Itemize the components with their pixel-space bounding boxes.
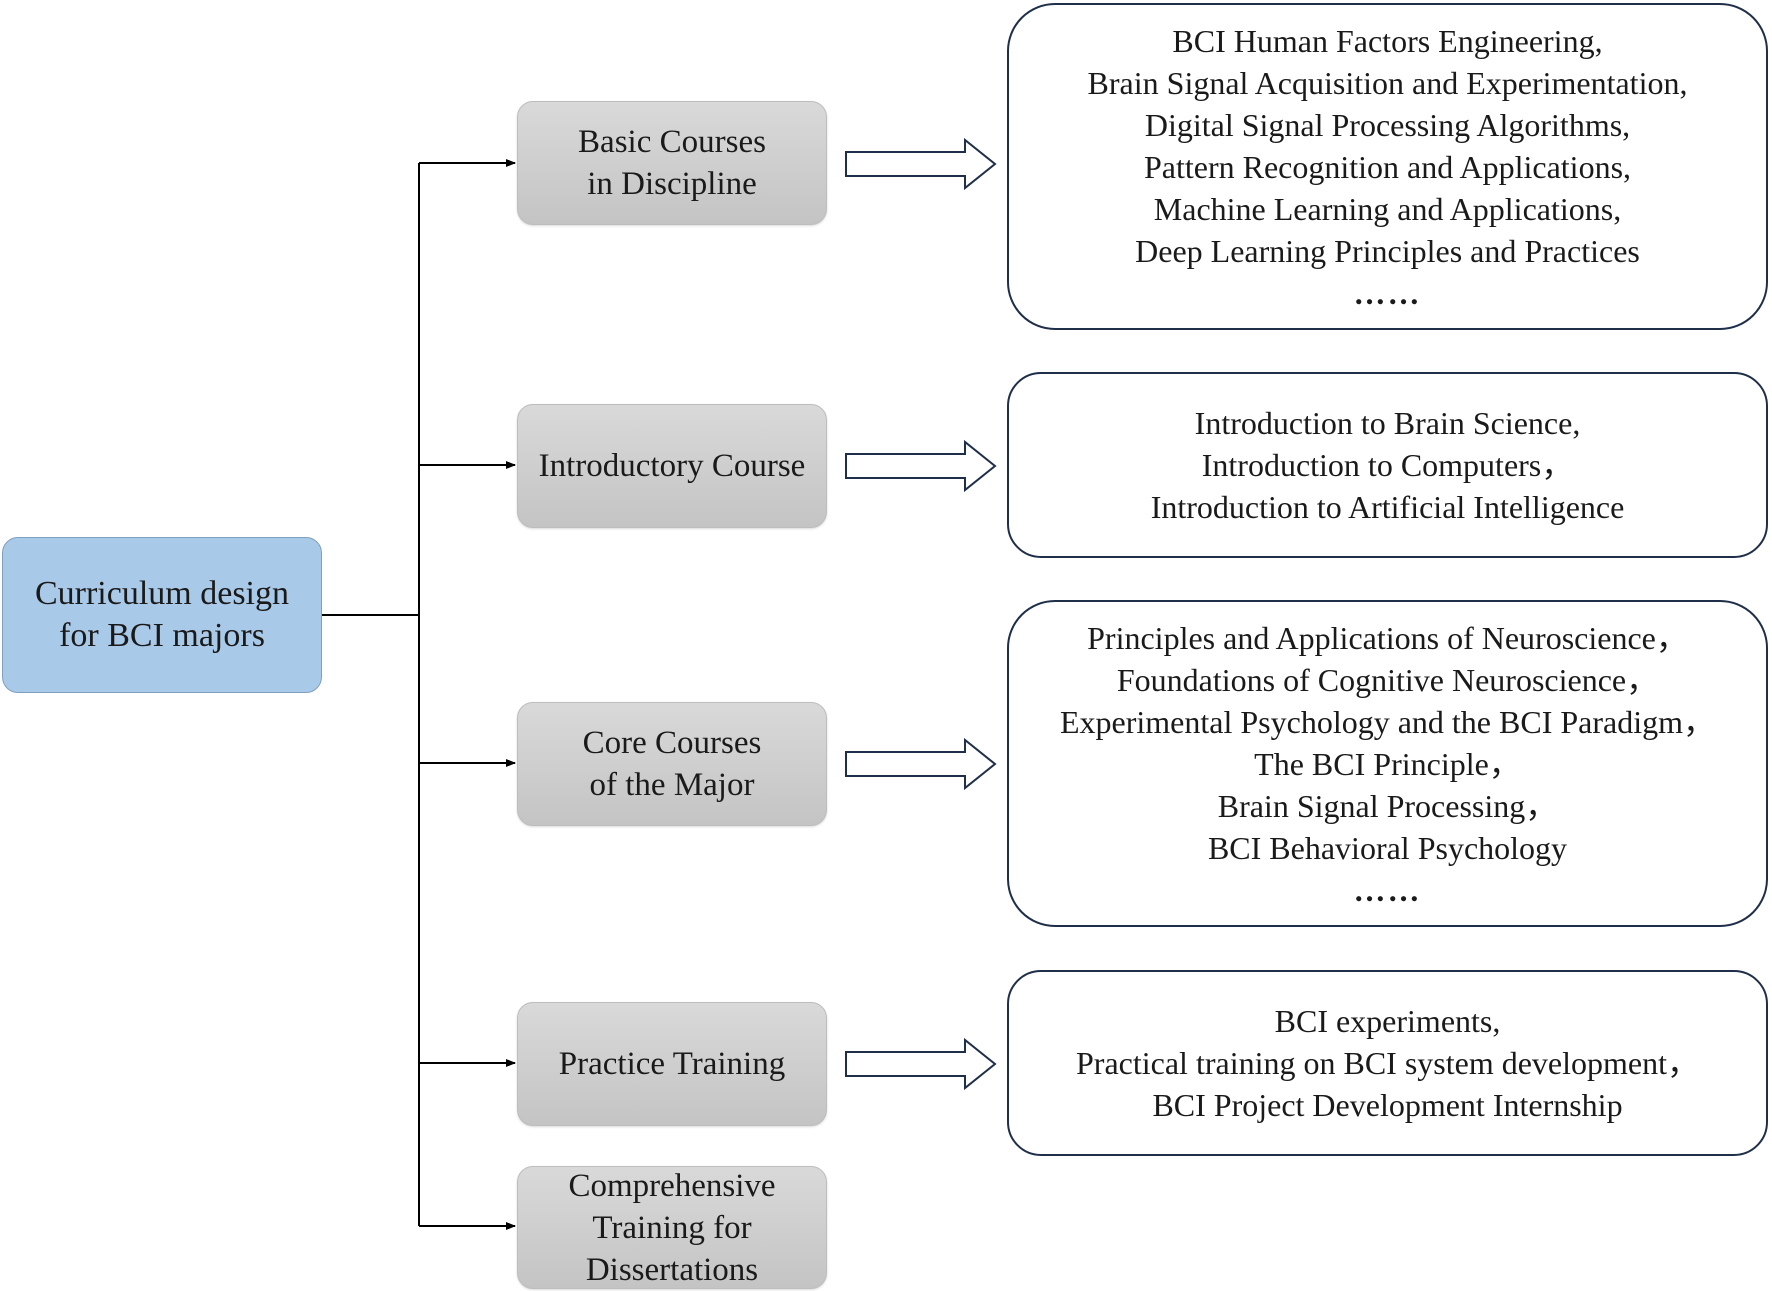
category-label-line1: Practice Training <box>558 1046 786 1082</box>
ellipsis-marker: …… <box>1353 274 1422 311</box>
course-item: BCI Project Development Internship <box>1152 1087 1623 1123</box>
course-item: Brain Signal Acquisition and Experimenta… <box>1087 64 1688 101</box>
course-item: BCI Human Factors Engineering, <box>1172 22 1603 59</box>
category-introductory-course: Introductory Course <box>517 404 827 528</box>
category-label-line1: Comprehensive <box>568 1167 776 1204</box>
detail-box-basic-courses: BCI Human Factors Engineering, Brain Sig… <box>1007 3 1768 330</box>
detail-box-introductory-course: Introduction to Brain Science, Introduct… <box>1007 372 1768 558</box>
root-node: Curriculum design for BCI majors <box>2 537 322 693</box>
block-arrow-practice <box>845 1037 997 1091</box>
course-item: Brain Signal Processing， <box>1217 787 1558 824</box>
course-item: Principles and Applications of Neuroscie… <box>1087 619 1688 656</box>
course-item: Experimental Psychology and the BCI Para… <box>1059 703 1715 740</box>
category-label-line1: Introductory Course <box>538 448 806 484</box>
category-core-courses: Core Courses of the Major <box>517 702 827 826</box>
block-arrow-basic <box>845 137 997 191</box>
course-item: Introduction to Artificial Intelligence <box>1150 489 1625 525</box>
category-dissertation-training: Comprehensive Training for Dissertations <box>517 1166 827 1289</box>
course-item: Machine Learning and Applications, <box>1153 190 1622 227</box>
course-item: Foundations of Cognitive Neuroscience， <box>1116 661 1659 698</box>
course-item: The BCI Principle， <box>1254 745 1521 782</box>
category-label-line3: Dissertations <box>585 1251 759 1288</box>
category-basic-courses: Basic Courses in Discipline <box>517 101 827 225</box>
category-label-line1: Basic Courses <box>578 124 766 160</box>
course-item: BCI Behavioral Psychology <box>1207 829 1568 866</box>
root-label-line1: Curriculum design <box>34 575 290 612</box>
root-label-line2: for BCI majors <box>59 617 265 654</box>
course-item: Pattern Recognition and Applications, <box>1143 148 1632 185</box>
category-label-line1: Core Courses <box>582 725 762 761</box>
category-label-line2: of the Major <box>589 767 755 803</box>
course-item: Introduction to Computers， <box>1201 447 1574 483</box>
category-label-line2: in Discipline <box>587 166 757 202</box>
course-item: BCI experiments, <box>1274 1003 1501 1039</box>
block-arrow-intro <box>845 439 997 493</box>
category-practice-training: Practice Training <box>517 1002 827 1126</box>
course-item: Practical training on BCI system develop… <box>1076 1045 1699 1081</box>
detail-box-core-courses: Principles and Applications of Neuroscie… <box>1007 600 1768 927</box>
category-label-line2: Training for <box>592 1209 752 1246</box>
course-item: Digital Signal Processing Algorithms, <box>1144 106 1631 143</box>
course-item: Deep Learning Principles and Practices <box>1135 232 1640 269</box>
ellipsis-marker: …… <box>1353 871 1422 908</box>
course-item: Introduction to Brain Science, <box>1194 405 1581 441</box>
detail-box-practice-training: BCI experiments, Practical training on B… <box>1007 970 1768 1156</box>
block-arrow-core <box>845 737 997 791</box>
